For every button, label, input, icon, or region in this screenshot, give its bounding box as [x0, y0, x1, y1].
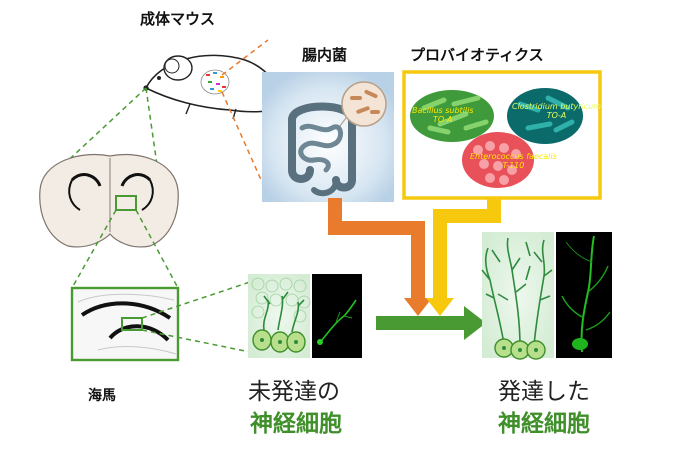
bacteria-strain: TO-A	[546, 111, 567, 120]
immature-neuron-drawing	[248, 274, 311, 358]
probiotics-panel	[402, 70, 602, 200]
bacteria-species: Enterococcus faecalis	[470, 152, 557, 161]
hippocampus-marker	[115, 195, 137, 211]
immature-caption-line2: 神経細胞	[250, 411, 342, 437]
hippocampus-panel	[70, 286, 180, 362]
immature-neuron-micrograph	[312, 274, 362, 358]
bacteria-label-1: Bacillus subtilis TO-A	[412, 106, 474, 124]
bacteria-strain: TO-A	[432, 115, 453, 124]
bacteria-label-2: Clostridium butyricum TO-A	[512, 102, 601, 120]
gut-arrow	[328, 198, 425, 300]
dashed-line	[71, 209, 117, 289]
mature-caption-line2: 神経細胞	[498, 411, 590, 437]
dashed-line	[59, 87, 147, 169]
mature-neuron-drawing	[481, 232, 554, 360]
immature-caption-line1: 未発達の	[248, 379, 340, 405]
dashed-line	[141, 281, 251, 319]
gut-dots	[206, 72, 226, 92]
dashed-line	[221, 39, 269, 76]
bacteria-label-3: Enterococcus faecalis T-110	[470, 152, 557, 170]
mature-neuron-micrograph	[556, 232, 612, 358]
dashed-line	[221, 91, 271, 201]
development-arrow	[376, 316, 466, 330]
development-arrow-head	[464, 306, 486, 340]
probiotics-label: プロバイオティクス	[410, 46, 544, 64]
dentate-marker	[121, 317, 143, 331]
dashed-line	[141, 329, 251, 353]
gut-arrow-head	[404, 298, 432, 316]
mature-caption-line1: 発達した	[498, 379, 590, 405]
bacteria-species: Clostridium butyricum	[512, 102, 602, 111]
probiotics-arrow-head	[426, 298, 454, 316]
brain-slice-illustration	[39, 153, 179, 248]
probiotics-arrow	[433, 198, 501, 300]
gut-bacteria-panel	[262, 72, 394, 202]
hippocampus-label: 海馬	[88, 388, 116, 404]
dashed-line	[135, 209, 179, 289]
gut-bacteria-label: 腸内菌	[302, 46, 348, 64]
adult-mouse-label: 成体マウス	[140, 10, 216, 28]
bacteria-species: Bacillus subtilis	[412, 106, 474, 115]
bacteria-strain: T-110	[502, 161, 525, 170]
